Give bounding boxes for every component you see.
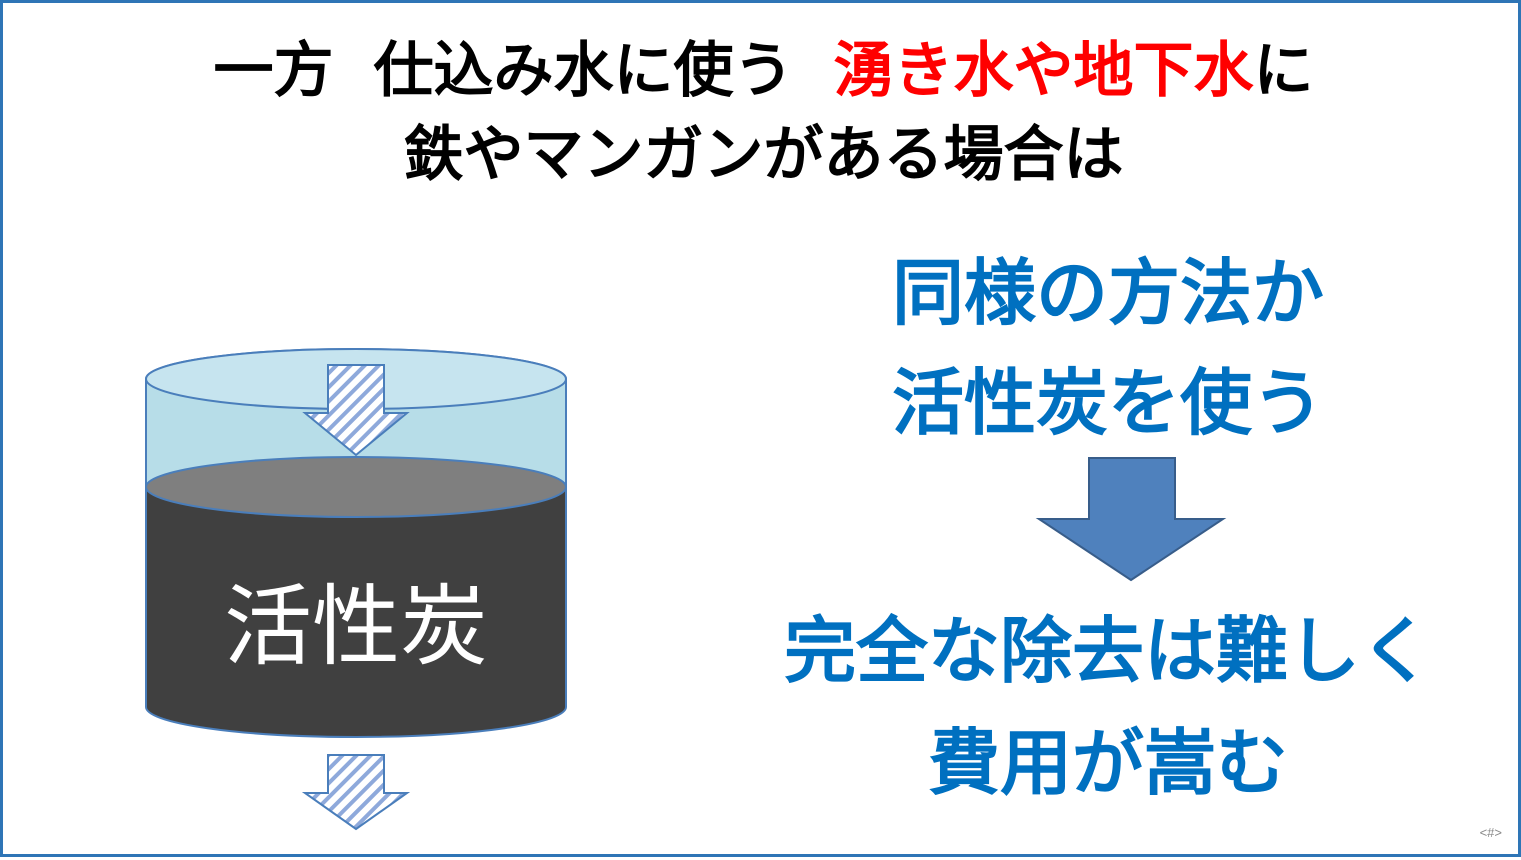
title-line-2: 鉄やマンガンがある場合は [403, 120, 1124, 190]
inlet-arrow-icon [302, 364, 410, 457]
diagram-graphics [145, 348, 1227, 831]
carbon-top-surface [145, 456, 567, 518]
slide-number: <#> [1479, 825, 1502, 840]
title-part-2: 仕込み水に使う [373, 36, 794, 106]
title-line-1: 一方仕込み水に使う湧き水や地下水に [3, 35, 1521, 107]
method-line-2: 活性炭を使う [891, 361, 1324, 445]
result-line-1: 完全な除去は難しく [783, 609, 1432, 693]
title-highlight: 湧き水や地下水 [833, 36, 1254, 106]
cylinder-label: 活性炭 [223, 575, 488, 678]
outlet-arrow-icon [301, 754, 411, 831]
carbon-body [145, 486, 567, 738]
result-line-2: 費用が嵩む [927, 721, 1288, 805]
down-arrow-icon [1035, 457, 1227, 582]
title-part-1: 一方 [213, 36, 334, 106]
method-line-1: 同様の方法か [891, 251, 1324, 335]
title-part-3: に [1253, 36, 1314, 106]
